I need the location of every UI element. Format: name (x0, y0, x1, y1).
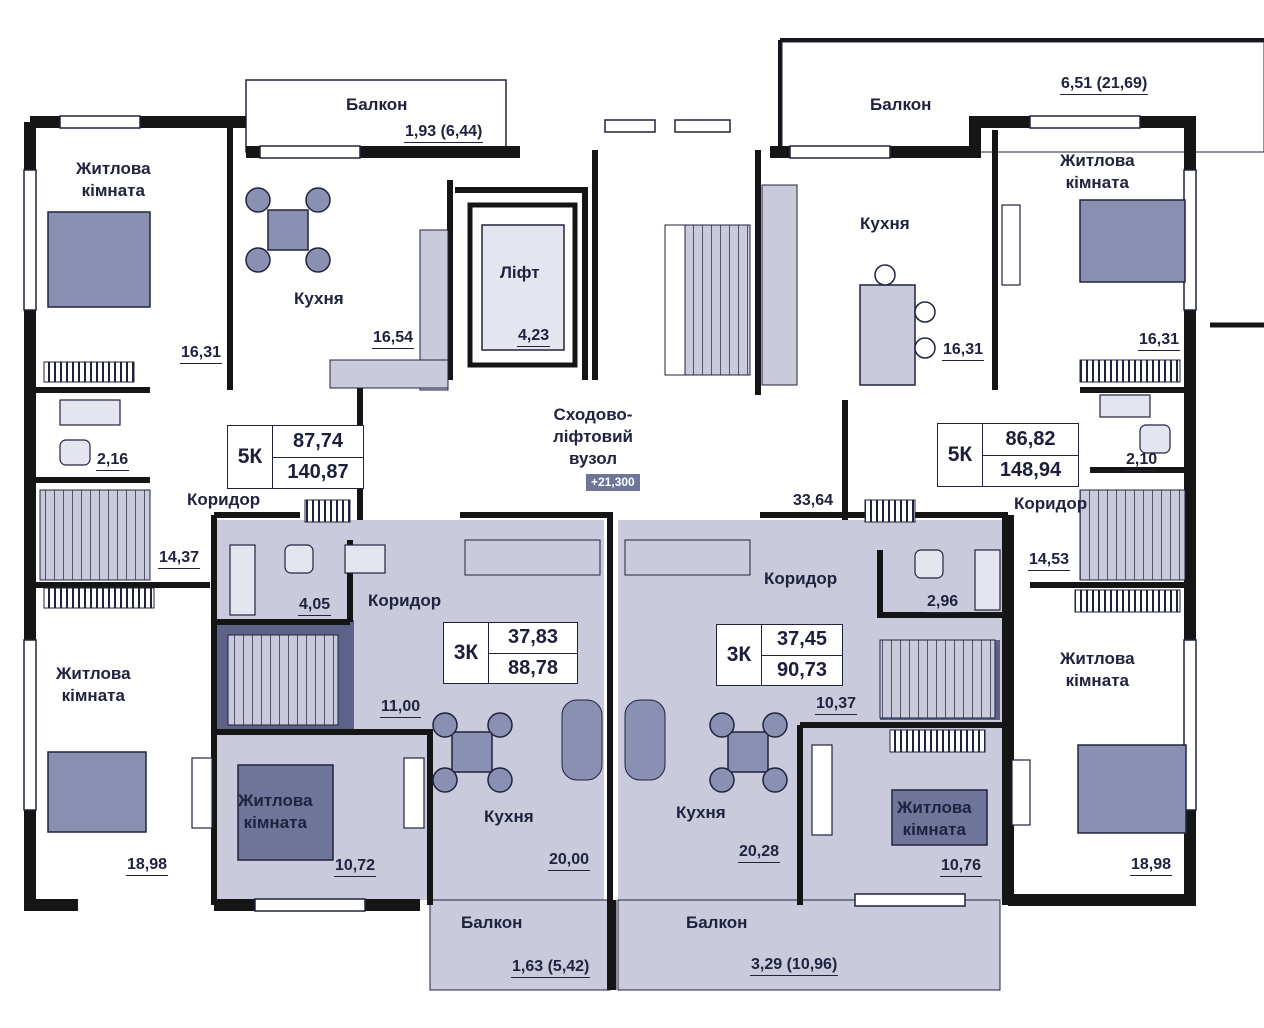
balcony-top-right-area: 6,51 (21,69) (1060, 74, 1149, 95)
living-area: 37,83 (489, 623, 577, 654)
bath-right-area: 2,10 (1125, 450, 1159, 471)
total-area: 90,73 (776, 658, 828, 681)
stair-node-level: +21,300 (586, 474, 640, 491)
lift-shaft (467, 202, 578, 368)
bedroom-3k-right-area: 10,76 (940, 856, 983, 877)
apartment-tag-left-3k: 3К 37,83 88,78 (443, 622, 578, 684)
balcony-top-right-outline (778, 38, 1264, 152)
beds (47, 199, 1187, 861)
apartment-tag-left-5k: 5К 87,74 140,87 (227, 425, 364, 489)
kitchen-3k-right-label: Кухня (676, 803, 726, 822)
radiators (43, 359, 1181, 753)
bath-3k-right-area: 2,96 (926, 592, 960, 613)
total-area: 140,87 (287, 461, 349, 484)
bathroom-fixtures (59, 394, 1171, 616)
lift-area: 4,23 (517, 326, 551, 347)
windows (23, 115, 1197, 912)
apartment-type: 5К (938, 424, 983, 486)
lift-label: Ліфт (500, 263, 540, 282)
balcony-bottom-left-label: Балкон (461, 913, 523, 932)
corridor-left-label: Коридор (187, 490, 261, 509)
balcony-top-right-outline-inner (781, 41, 1264, 153)
balcony-top-right-label: Балкон (870, 95, 932, 114)
kitchen-3k-right-area: 20,28 (738, 842, 781, 863)
bedroom-3k-left-label: Житлова кімната (238, 791, 313, 832)
living-area: 37,45 (762, 625, 842, 656)
balcony-top-left-outline (245, 79, 507, 153)
apartment-type: 5К (228, 426, 273, 488)
living-top-left-area: 16,31 (180, 343, 223, 364)
wardrobes (191, 204, 1031, 836)
stairs (39, 224, 1186, 726)
apartment-type: 3К (444, 623, 489, 683)
interior-walls (36, 122, 1185, 990)
living-bottom-left-area: 18,98 (126, 855, 169, 876)
apartment-tag-right-3k: 3К 37,45 90,73 (716, 624, 843, 686)
kitchen-top-left-area: 16,54 (372, 328, 415, 349)
kitchen-3k-left-label: Кухня (484, 807, 534, 826)
kitchen-top-right-area: 16,31 (942, 340, 985, 361)
balcony-bottom-left-area: 1,63 (5,42) (511, 957, 591, 978)
kitchen-counters (329, 184, 798, 781)
corridor-right-label: Коридор (1014, 494, 1088, 513)
kitchen-top-left-label: Кухня (294, 289, 344, 308)
living-area: 86,82 (983, 424, 1078, 456)
balcony-bottom-right-area: 3,29 (10,96) (750, 955, 839, 976)
hall-right-area: 33,64 (793, 492, 834, 509)
balcony-bottom-right-label: Балкон (686, 913, 748, 932)
living-bottom-left-label: Житлова кімната (56, 664, 131, 705)
corridor-3k-left-label: Коридор (368, 591, 442, 610)
corridor-3k-right-label: Коридор (764, 569, 838, 588)
total-area: 148,94 (999, 459, 1062, 482)
stair-node-label: Сходово- ліфтовий вузол (553, 405, 634, 468)
corridor-left-area: 14,37 (158, 548, 201, 569)
bedroom-3k-left-area: 10,72 (334, 856, 377, 877)
balcony-top-left-area: 1,93 (6,44) (404, 122, 484, 143)
living-top-right-area: 16,31 (1138, 330, 1181, 351)
bath-3k-left-area: 4,05 (298, 595, 332, 616)
living-top-right-label: Житлова кімната (1060, 151, 1135, 192)
corridor-3k-right-area: 10,37 (815, 694, 858, 715)
balcony-top-left-label: Балкон (346, 95, 408, 114)
kitchen-3k-left-area: 20,00 (548, 850, 591, 871)
apartment-tag-right-5k: 5К 86,82 148,94 (937, 423, 1079, 487)
living-bottom-right-label: Житлова кімната (1060, 649, 1135, 690)
living-top-left-label: Житлова кімната (76, 159, 151, 200)
kitchen-top-right-label: Кухня (860, 214, 910, 233)
apartment-type: 3К (717, 625, 762, 685)
living-bottom-right-area: 18,98 (1130, 855, 1173, 876)
corridor-3k-left-area: 11,00 (380, 697, 422, 718)
bath-left-area: 2,16 (96, 450, 130, 471)
corridor-right-area: 14,53 (1028, 550, 1071, 571)
dining-tables (245, 187, 936, 793)
bedroom-3k-right-label: Житлова кімната (897, 798, 972, 839)
living-area: 87,74 (273, 426, 363, 458)
total-area: 88,78 (507, 656, 559, 679)
